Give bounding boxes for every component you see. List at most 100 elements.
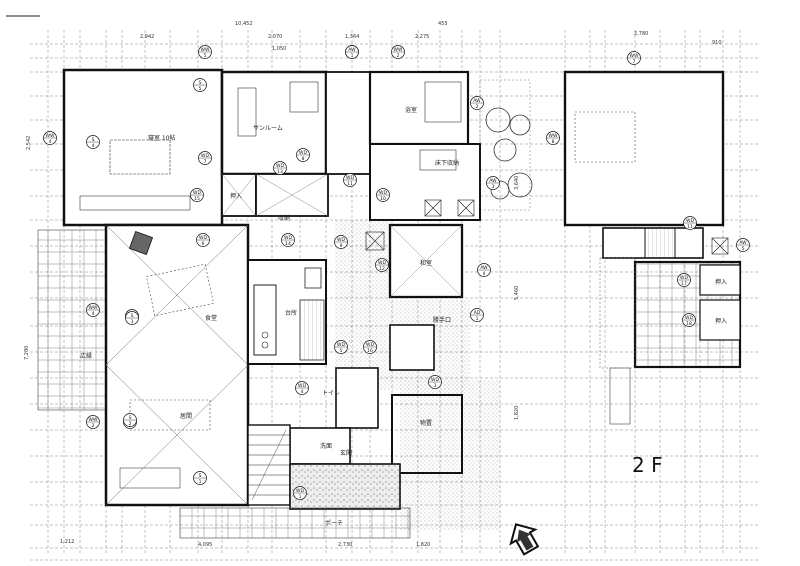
top-dim-2f: 2,780 [634, 31, 648, 37]
tree-symbol [507, 172, 533, 198]
room-label-storage: 収納 [278, 214, 290, 222]
north-room [368, 70, 470, 146]
tag-aw4: AW4 [477, 263, 491, 277]
tag-ad1: AD1 [470, 308, 484, 322]
tag-wd7: WD6 [196, 233, 210, 247]
side-dim-d: 5,460 [514, 286, 520, 300]
tag-type: AW [473, 98, 481, 104]
tag-number: 10 [380, 196, 386, 202]
tag-ww1: WW4 [43, 131, 57, 145]
tag-number: 4 [92, 143, 95, 149]
room-label-upper-closet-b: 押入 [715, 317, 727, 325]
tag-number: 2 [129, 421, 132, 427]
tag-type: AW [489, 178, 497, 184]
staircase [247, 424, 291, 506]
room-label-kitchen: 台所 [285, 309, 297, 317]
tag-type: WD [199, 235, 207, 241]
tag-s2: S3 [125, 311, 139, 325]
tag-aw5: AW5 [736, 238, 750, 252]
tag-type: AW [480, 265, 488, 271]
room-label-japanese: 和室 [420, 259, 432, 267]
tag-wd3: WD8 [296, 148, 310, 162]
left-deck [37, 229, 109, 411]
sunroom-area [220, 70, 328, 176]
tag-number: 2 [92, 423, 95, 429]
storage-area [325, 71, 371, 175]
room-label-bedroom: 寝室 10帖 [148, 134, 176, 142]
entrance-area [289, 463, 401, 510]
tag-wd14: WD3 [428, 375, 442, 389]
tag-type: WW [549, 133, 558, 139]
kitchen-cabinet [299, 299, 325, 361]
upper-stairs [644, 227, 676, 259]
upper-room [563, 70, 725, 227]
side-dim-c: 3,640 [514, 176, 520, 190]
tag-number: 11 [347, 181, 353, 187]
tag-number: 7 [633, 59, 636, 65]
tag-number: 1 [299, 494, 302, 500]
dimension-labels: 10,452 455 2,942 2,070 1,364 2,275 1,050… [24, 21, 722, 548]
closet-strip [79, 195, 191, 211]
room-label-toilet: トイレ [322, 390, 340, 397]
bed [109, 139, 171, 175]
top-dim-b: 2,070 [268, 34, 282, 40]
top-dim-total: 10,452 [235, 21, 253, 27]
tag-type: WD [276, 163, 284, 169]
tv-stand [119, 467, 181, 489]
tag-s3: S2 [123, 413, 137, 427]
tag-number: 17 [681, 281, 687, 287]
bottom-dim-b: 4,095 [198, 542, 212, 548]
bottom-dim-d: 1,820 [416, 542, 430, 548]
tag-type: S [129, 415, 132, 421]
tag-type: WW [394, 47, 403, 53]
tag-type: WW [630, 53, 639, 59]
storage-room [391, 394, 463, 474]
tag-s5: S5 [193, 78, 207, 92]
tag-type: S [92, 137, 95, 143]
north-arrow-icon [509, 523, 540, 556]
hall-floor [335, 220, 390, 390]
tag-number: 7 [204, 159, 207, 165]
tag-type: WD [346, 175, 354, 181]
side-dim-a: 2,542 [26, 136, 32, 150]
room-label-dining: 食堂 [205, 314, 217, 322]
tag-ww3: WW2 [391, 45, 405, 59]
tag-type: WD [284, 235, 292, 241]
upper-balcony [609, 367, 631, 425]
tree-symbol [493, 138, 517, 162]
tag-number: 1 [351, 53, 354, 59]
room-label-veranda: 広縁 [80, 352, 92, 360]
tag-aw2: AW2 [470, 96, 484, 110]
tag-type: AD [474, 310, 481, 316]
tag-number: 15 [194, 196, 200, 202]
tag-type: WD [378, 260, 386, 266]
tree-symbol [509, 114, 531, 136]
tag-wd16: WD1 [293, 486, 307, 500]
tag-type: S [199, 473, 202, 479]
tag-ww5: WW8 [546, 131, 560, 145]
tag-type: WD [299, 150, 307, 156]
tag-number: 8 [302, 156, 305, 162]
room-label-storeroom: 物置 [420, 419, 432, 427]
tag-ww8: WW4 [86, 303, 100, 317]
top-dim-e: 1,050 [272, 46, 286, 52]
tag-number: 8 [552, 139, 555, 145]
tag-type: WW [46, 133, 55, 139]
room-label-backdoor: 勝手口 [433, 316, 451, 324]
tag-number: 1 [199, 479, 202, 485]
top-dim-a: 2,942 [140, 34, 154, 40]
tag-number: 9 [340, 243, 343, 249]
back-door-area [389, 324, 435, 371]
room-label-bath: 浴室 [405, 106, 417, 114]
tag-s4: S1 [193, 471, 207, 485]
room-label-upper-closet-a: 押入 [715, 278, 727, 286]
tag-number: 2 [476, 104, 479, 110]
tag-wd13: WD4 [295, 381, 309, 395]
tag-number: 2 [397, 53, 400, 59]
tag-type: WD [686, 218, 694, 224]
tag-number: 4 [49, 139, 52, 145]
